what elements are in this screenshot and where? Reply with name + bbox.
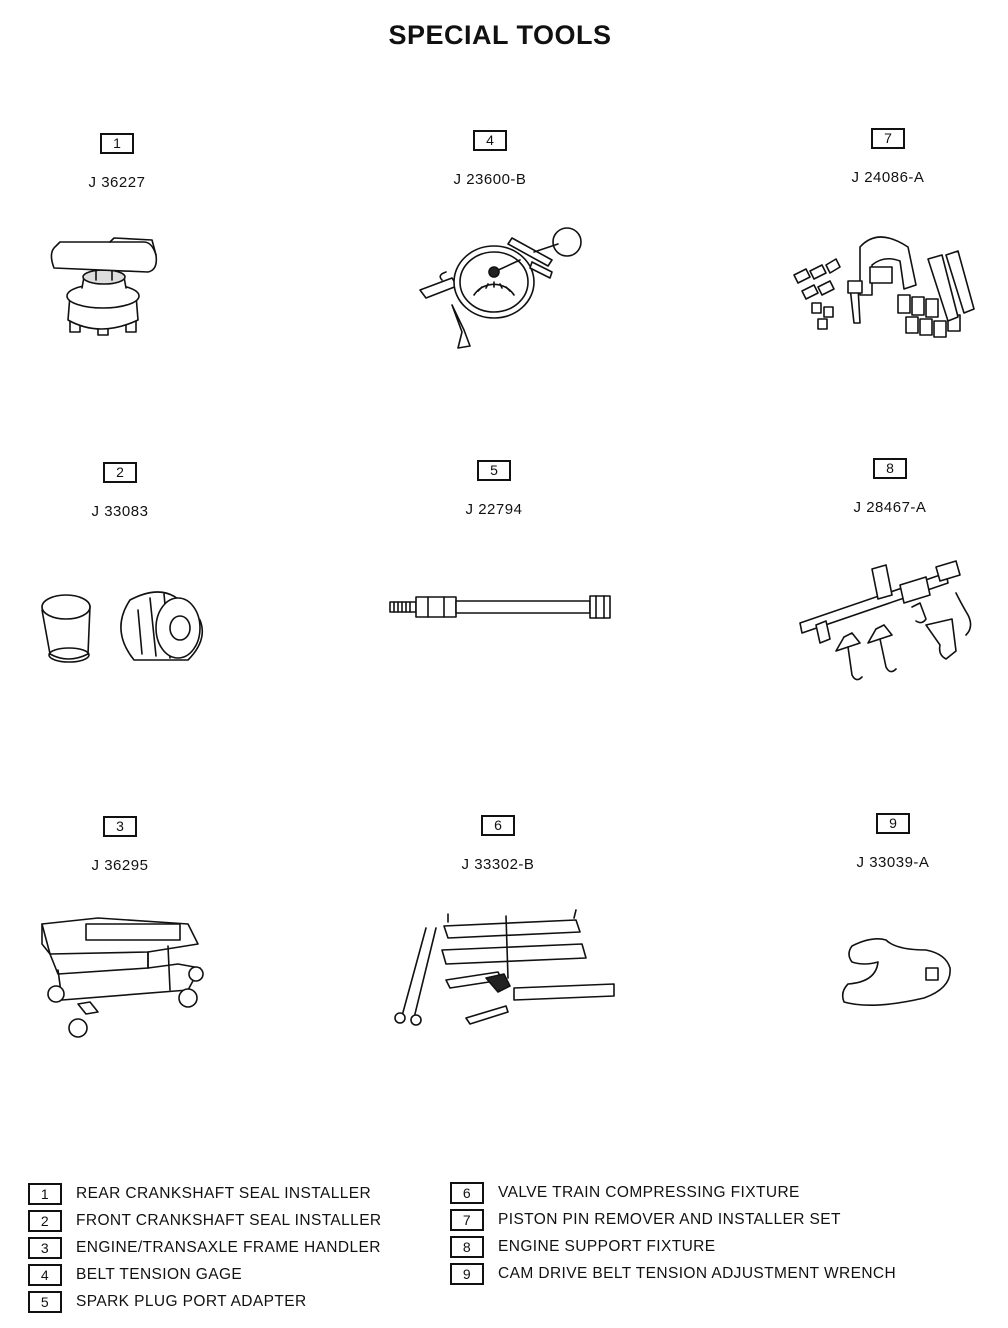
- legend-label: VALVE TRAIN COMPRESSING FIXTURE: [498, 1183, 800, 1201]
- legend-item: 3 ENGINE/TRANSAXLE FRAME HANDLER: [28, 1234, 382, 1261]
- tool-cell-5: 5 J 22794: [374, 460, 614, 518]
- legend-label: ENGINE/TRANSAXLE FRAME HANDLER: [76, 1238, 381, 1256]
- legend-item: 1 REAR CRANKSHAFT SEAL INSTALLER: [28, 1180, 382, 1207]
- legend-number-box: 1: [28, 1182, 62, 1205]
- valve-train-fixture-illustration: [394, 909, 615, 1026]
- cam-belt-wrench-illustration: [841, 938, 951, 1006]
- tool-cell-9: 9 J 33039-A: [773, 813, 1008, 871]
- tool-number-box: 5: [477, 460, 511, 481]
- legend-label: BELT TENSION GAGE: [76, 1265, 243, 1283]
- spark-plug-adapter-illustration: [389, 595, 611, 619]
- legend-number-box: 4: [28, 1263, 62, 1286]
- legend-label: FRONT CRANKSHAFT SEAL INSTALLER: [76, 1211, 382, 1229]
- legend-label: PISTON PIN REMOVER AND INSTALLER SET: [498, 1210, 841, 1228]
- legend-item: 4 BELT TENSION GAGE: [28, 1261, 382, 1288]
- tool-number-box: 8: [873, 458, 907, 479]
- front-seal-installer-illustration: [41, 591, 204, 663]
- tool-cell-8: 8 J 28467-A: [770, 458, 1008, 516]
- legend-item: 9 CAM DRIVE BELT TENSION ADJUSTMENT WREN…: [450, 1260, 896, 1287]
- legend-number-box: 6: [450, 1181, 484, 1204]
- tool-cell-6: 6 J 33302-B: [378, 815, 618, 873]
- tool-cell-4: 4 J 23600-B: [370, 130, 610, 188]
- tool-number-box: 2: [103, 462, 137, 483]
- legend-item: 6 VALVE TRAIN COMPRESSING FIXTURE: [450, 1179, 896, 1206]
- tool-number-box: 9: [876, 813, 910, 834]
- tool-number-box: 1: [100, 133, 134, 154]
- legend-item: 7 PISTON PIN REMOVER AND INSTALLER SET: [450, 1206, 896, 1233]
- tool-part-number: J 33039-A: [856, 854, 930, 871]
- tool-cell-2: 2 J 33083: [0, 462, 240, 520]
- legend-right: 6 VALVE TRAIN COMPRESSING FIXTURE 7 PIST…: [450, 1179, 896, 1287]
- tool-number-box: 6: [481, 815, 515, 836]
- legend-number-box: 8: [450, 1235, 484, 1258]
- legend-label: SPARK PLUG PORT ADAPTER: [76, 1292, 307, 1310]
- legend-item: 5 SPARK PLUG PORT ADAPTER: [28, 1288, 382, 1315]
- tool-cell-3: 3 J 36295: [0, 816, 240, 874]
- page-title: SPECIAL TOOLS: [388, 20, 612, 50]
- tension-gage-illustration: [419, 227, 582, 349]
- tool-part-number: J 33083: [91, 503, 149, 520]
- legend-number-box: 3: [28, 1236, 62, 1259]
- tool-part-number: J 23600-B: [453, 171, 527, 188]
- tool-part-number: J 36227: [88, 174, 146, 191]
- tool-cell-1: 1 J 36227: [0, 133, 237, 191]
- tool-part-number: J 28467-A: [853, 499, 927, 516]
- tool-cell-7: 7 J 24086-A: [768, 128, 1008, 186]
- legend-number-box: 9: [450, 1262, 484, 1285]
- tool-number-box: 4: [473, 130, 507, 151]
- tool-part-number: J 24086-A: [851, 169, 925, 186]
- legend-label: CAM DRIVE BELT TENSION ADJUSTMENT WRENCH: [498, 1264, 897, 1282]
- engine-support-fixture-illustration: [799, 560, 972, 681]
- piston-pin-set-illustration: [793, 236, 975, 338]
- frame-handler-illustration: [41, 917, 204, 1038]
- tool-part-number: J 36295: [91, 857, 149, 874]
- legend-number-box: 5: [28, 1290, 62, 1313]
- tool-part-number: J 33302-B: [461, 856, 535, 873]
- legend-left: 1 REAR CRANKSHAFT SEAL INSTALLER 2 FRONT…: [28, 1180, 382, 1315]
- legend-item: 8 ENGINE SUPPORT FIXTURE: [450, 1233, 896, 1260]
- legend-number-box: 2: [28, 1209, 62, 1232]
- seal-installer-illustration: [50, 237, 158, 336]
- legend-number-box: 7: [450, 1208, 484, 1231]
- legend-label: REAR CRANKSHAFT SEAL INSTALLER: [76, 1184, 372, 1202]
- tool-part-number: J 22794: [465, 501, 523, 518]
- tool-number-box: 7: [871, 128, 905, 149]
- tool-number-box: 3: [103, 816, 137, 837]
- legend-label: ENGINE SUPPORT FIXTURE: [498, 1237, 716, 1255]
- legend-item: 2 FRONT CRANKSHAFT SEAL INSTALLER: [28, 1207, 382, 1234]
